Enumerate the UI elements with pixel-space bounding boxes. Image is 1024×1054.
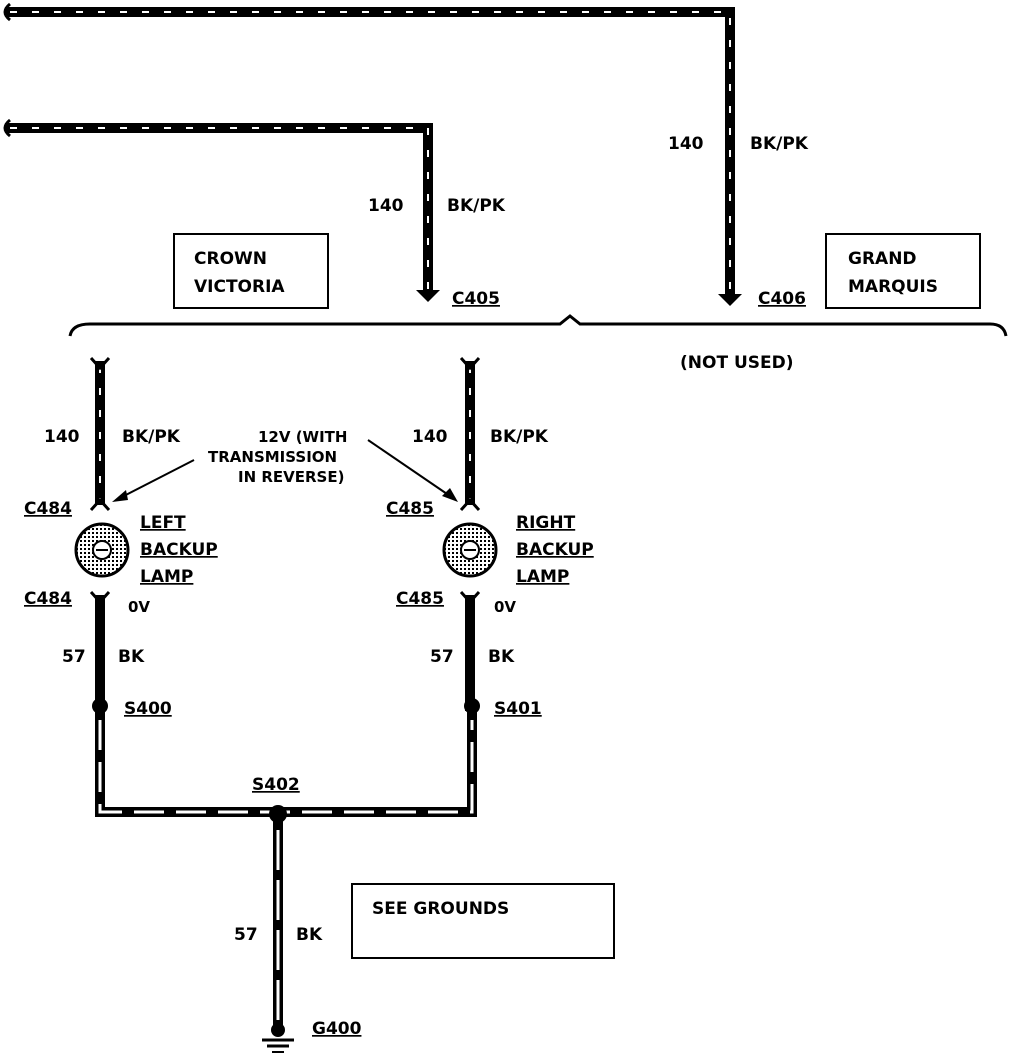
grand-marquis-line2: MARQUIS: [848, 277, 938, 297]
wire-140-grand-marquis: [3, 2, 742, 306]
wire-140-top-circuit: 140: [668, 134, 704, 154]
wire-140-top-color: BK/PK: [750, 134, 809, 154]
connector-c484-bottom: C484: [24, 589, 72, 609]
left-lamp-line3: LAMP: [140, 567, 193, 587]
left-branch-upper-wire: [89, 356, 111, 512]
right-lamp-line3: LAMP: [516, 567, 569, 587]
left-lamp-voltage: 0V: [128, 598, 150, 616]
voltage-note-line2: TRANSMISSION: [208, 448, 337, 466]
wire-140-mid-color: BK/PK: [447, 196, 506, 216]
ground-g400: G400: [312, 1019, 362, 1039]
connector-c406: C406: [758, 289, 806, 309]
left-branch-lower-wire: [89, 590, 111, 711]
voltage-arrow-left: [112, 459, 195, 502]
splice-s401: S401: [494, 699, 542, 719]
wire-140-left-circuit: 140: [44, 427, 80, 447]
connector-c484-top: C484: [24, 499, 72, 519]
wire-140-mid-circuit: 140: [368, 196, 404, 216]
wire-57-right-color: BK: [488, 647, 515, 667]
model-brace: [68, 314, 1008, 337]
voltage-note-line3: IN REVERSE): [238, 468, 344, 486]
wire-140-right-color: BK/PK: [490, 427, 549, 447]
crown-victoria-line2: VICTORIA: [194, 277, 285, 297]
wire-140-right-circuit: 140: [412, 427, 448, 447]
crown-victoria-line1: CROWN: [194, 249, 267, 269]
left-lamp-line2: BACKUP: [140, 540, 218, 560]
wire-57-ground-circuit: 57: [234, 925, 258, 945]
see-grounds-label: SEE GROUNDS: [372, 899, 509, 919]
voltage-note-line1: 12V (WITH: [258, 428, 347, 446]
wire-140-left-color: BK/PK: [122, 427, 181, 447]
left-backup-lamp-icon: [74, 522, 130, 578]
right-lamp-line2: BACKUP: [516, 540, 594, 560]
voltage-arrow-right: [367, 439, 458, 502]
wire-140-crown-victoria: [3, 118, 440, 302]
splice-s400: S400: [124, 699, 172, 719]
wire-57-right-circuit: 57: [430, 647, 454, 667]
not-used-label: (NOT USED): [680, 353, 794, 373]
connector-c485-top: C485: [386, 499, 434, 519]
wire-57-ground-color: BK: [296, 925, 323, 945]
connector-c485-bottom: C485: [396, 589, 444, 609]
connector-c405: C405: [452, 289, 500, 309]
right-branch-lower-wire: [459, 590, 481, 711]
grand-marquis-line1: GRAND: [848, 249, 917, 269]
crown-victoria-box: CROWN VICTORIA: [173, 233, 329, 309]
right-backup-lamp-icon: [442, 522, 498, 578]
left-lamp-line1: LEFT: [140, 513, 186, 533]
see-grounds-box: SEE GROUNDS: [351, 883, 615, 959]
wire-57-left-color: BK: [118, 647, 145, 667]
right-lamp-voltage: 0V: [494, 598, 516, 616]
right-lamp-line1: RIGHT: [516, 513, 576, 533]
wire-57-left-circuit: 57: [62, 647, 86, 667]
ground-bus-wire: [95, 701, 477, 817]
right-branch-upper-wire: [459, 356, 481, 512]
grand-marquis-box: GRAND MARQUIS: [825, 233, 981, 309]
splice-s402: S402: [252, 775, 300, 795]
ground-icon: [262, 1023, 294, 1053]
